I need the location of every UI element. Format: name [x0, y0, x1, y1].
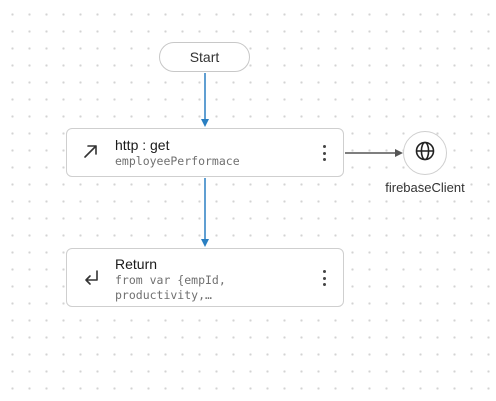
firebase-client-label: firebaseClient: [385, 180, 465, 195]
start-node-label: Start: [189, 49, 220, 65]
firebase-client-node[interactable]: [403, 131, 447, 175]
return-node-subtitle: from var {empId, productivity,…: [115, 273, 233, 302]
return-node[interactable]: Return from var {empId, productivity,…: [66, 248, 344, 307]
http-node-menu-icon[interactable]: [319, 145, 329, 161]
return-arrow-icon: [81, 267, 101, 287]
arrow-up-right-icon: [81, 141, 101, 161]
start-node[interactable]: Start: [159, 42, 250, 72]
http-node-subtitle: employeePerformace: [115, 154, 240, 168]
return-node-menu-icon[interactable]: [319, 270, 329, 286]
return-node-title: Return: [115, 256, 158, 272]
http-node-title: http : get: [115, 137, 170, 153]
globe-icon: [415, 141, 435, 166]
http-get-node[interactable]: http : get employeePerformace: [66, 128, 344, 177]
